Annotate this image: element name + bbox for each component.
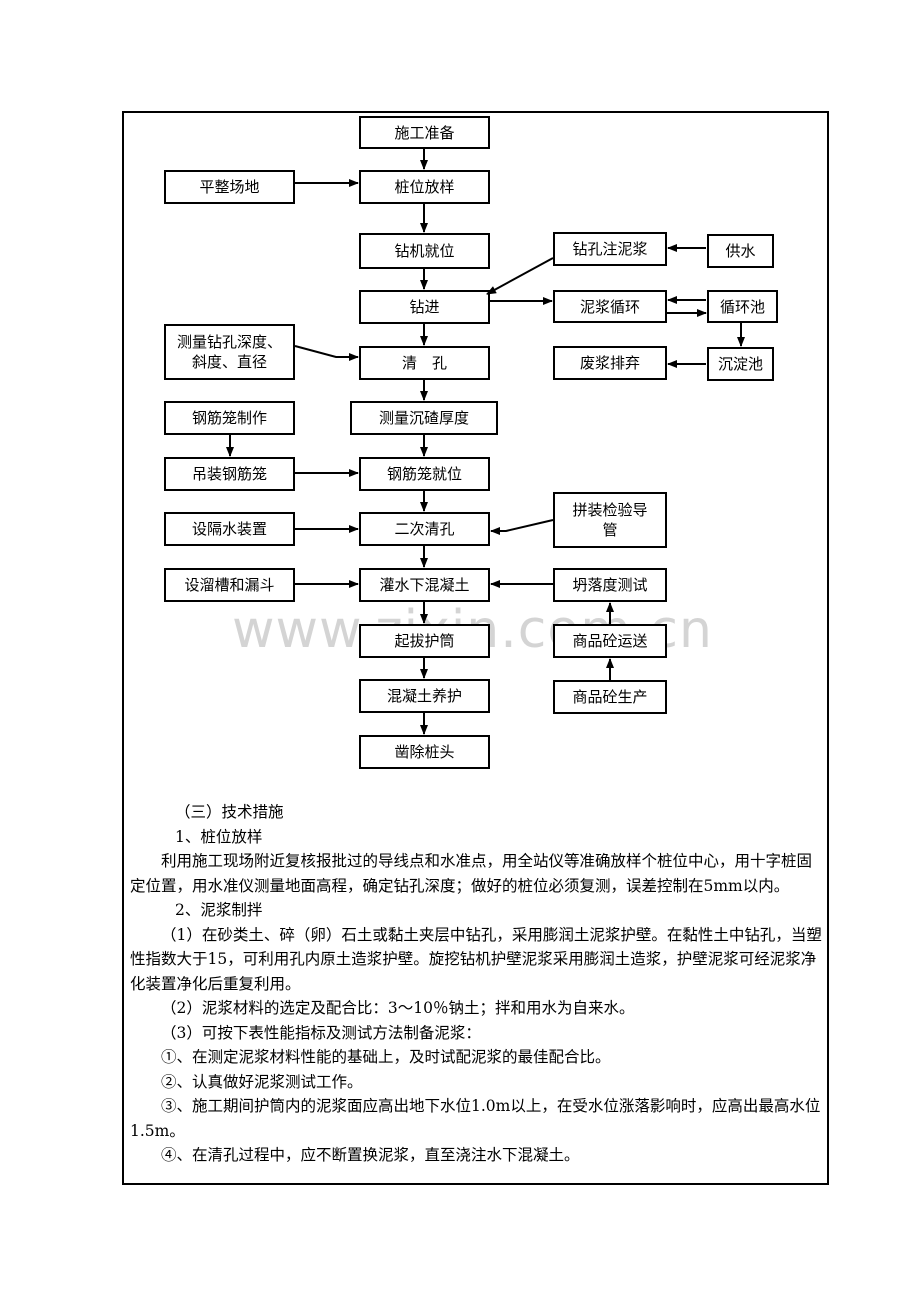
section-heading: （三）技术措施 <box>175 803 284 821</box>
node-mud-circulation: 泥浆循环 <box>553 290 667 323</box>
node-mud-injection: 钻孔注泥浆 <box>553 232 667 266</box>
node-hoist-cage: 吊装钢筋笼 <box>164 457 295 491</box>
node-construction-prep: 施工准备 <box>359 116 490 149</box>
node-chute-hopper: 设溜槽和漏斗 <box>164 568 295 602</box>
node-drilling: 钻进 <box>359 290 490 324</box>
node-water-supply: 供水 <box>707 234 774 268</box>
node-underwater-concrete: 灌水下混凝土 <box>359 568 490 602</box>
mud-paragraph-2: （2）泥浆材料的选定及配合比：3～10％钠土；拌和用水为自来水。 <box>161 999 635 1017</box>
node-concrete-transport: 商品砼运送 <box>553 624 667 658</box>
document-frame <box>122 111 829 1185</box>
node-settling-pool: 沉淀池 <box>707 347 774 381</box>
node-slump-test: 坍落度测试 <box>553 568 667 602</box>
node-pull-casing: 起拔护筒 <box>359 624 490 658</box>
item2-title: 2、泥浆制拌 <box>175 901 263 919</box>
node-pile-layout: 桩位放样 <box>359 170 490 204</box>
mud-bullet-3: ③、施工期间护筒内的泥浆面应高出地下水位1.0m以上，在受水位涨落影响时，应高出… <box>130 1097 821 1140</box>
mud-bullet-1: ①、在测定泥浆材料性能的基础上，及时试配泥浆的最佳配合比。 <box>161 1048 611 1066</box>
mud-paragraph-3: （3）可按下表性能指标及测试方法制备泥浆： <box>161 1023 481 1042</box>
mud-paragraph-1: （1）在砂类土、碎（卵）石土或黏土夹层中钻孔，采用膨润土泥浆护壁。在黏性土中钻孔… <box>130 925 822 993</box>
node-hole-cleaning: 清 孔 <box>359 346 490 380</box>
node-circulation-pool: 循环池 <box>707 290 778 323</box>
node-rig-positioning: 钻机就位 <box>359 233 490 269</box>
node-pipe-assembly: 拼装检验导管 <box>553 492 667 548</box>
node-concrete-production: 商品砼生产 <box>553 680 667 714</box>
node-second-cleaning: 二次清孔 <box>359 512 490 546</box>
node-waste-mud-discharge: 废浆排弃 <box>553 346 667 380</box>
node-site-leveling: 平整场地 <box>164 170 295 204</box>
item1-title: 1、桩位放样 <box>175 827 263 846</box>
item1-body: 利用施工现场附近复核报批过的导线点和水准点，用全站仪等准确放样个桩位中心，用十字… <box>130 852 813 895</box>
mud-bullet-2: ②、认真做好泥浆测试工作。 <box>161 1072 363 1091</box>
node-cage-fabrication: 钢筋笼制作 <box>164 401 295 435</box>
arrow <box>486 257 554 295</box>
node-cut-pile-head: 凿除桩头 <box>359 735 490 769</box>
mud-bullet-4: ④、在清孔过程中，应不断置换泥浆，直至浇注水下混凝土。 <box>161 1146 580 1164</box>
arrow <box>490 519 554 535</box>
arrow <box>294 345 359 361</box>
technical-measures-text: （三）技术措施 1、桩位放样 利用施工现场附近复核报批过的导线点和水准点，用全站… <box>130 800 823 1168</box>
node-concrete-curing: 混凝土养护 <box>359 679 490 713</box>
node-measure-hole: 测量钻孔深度、斜度、直径 <box>164 324 295 380</box>
node-cage-in-place: 钢筋笼就位 <box>359 457 490 491</box>
node-water-isolation: 设隔水装置 <box>164 512 295 546</box>
node-measure-sediment: 测量沉碴厚度 <box>350 401 498 435</box>
